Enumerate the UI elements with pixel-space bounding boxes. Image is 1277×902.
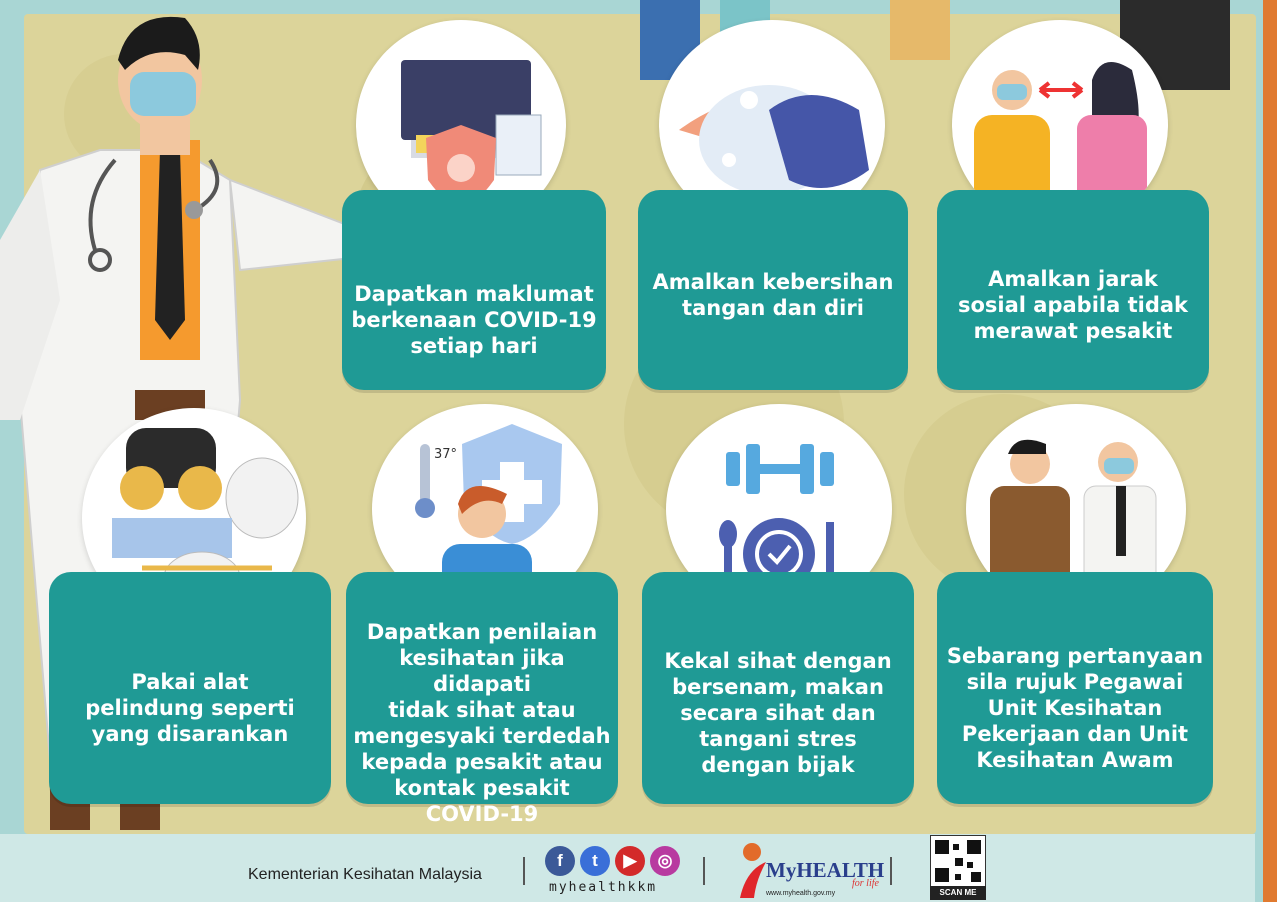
tip-text-1: Dapatkan maklumat berkenaan COVID-19 set… [351,282,597,358]
computer-shield-icon [401,60,542,210]
scan-me-label: SCAN ME [930,886,986,900]
tip-text-6: Kekal sihat dengan bersenam, makan secar… [664,649,892,777]
handwashing-icon [679,85,869,195]
tip-text-3: Amalkan jarak sosial apabila tidak meraw… [958,267,1188,343]
tip-card-6: Kekal sihat dengan bersenam, makan secar… [642,572,914,804]
tip-text-4: Pakai alat pelindung seperti yang disara… [85,670,295,746]
tip-card-7: Sebarang pertanyaan sila rujuk Pegawai U… [937,572,1213,804]
youtube-icon[interactable]: ▶ [615,846,645,876]
myhealth-logo-icon [740,843,766,898]
instagram-icon[interactable]: ◎ [650,846,680,876]
tip-card-3: Amalkan jarak sosial apabila tidak meraw… [937,190,1209,390]
tip-text-5: Dapatkan penilaian kesihatan jika didapa… [353,620,611,826]
tip-text-7: Sebarang pertanyaan sila rujuk Pegawai U… [946,644,1204,772]
myhealth-tagline: for life [852,878,879,889]
myhealth-logo-text: MyHEALTH [766,858,885,882]
tip-card-5: Dapatkan penilaian kesihatan jika didapa… [346,572,618,826]
twitter-icon[interactable]: t [580,846,610,876]
qr-code-icon [935,840,981,882]
tip-card-2: Amalkan kebersihan tangan dan diri [638,190,908,390]
tip-card-1: Dapatkan maklumat berkenaan COVID-19 set… [342,190,606,390]
facebook-icon[interactable]: f [545,846,575,876]
myhealth-url: www.myhealth.gov.my [766,890,836,897]
right-border-stripe [1263,0,1277,902]
thermometer-reading: 37° [434,447,457,462]
tip-text-2: Amalkan kebersihan tangan dan diri [652,270,894,320]
tip-card-4: Pakai alat pelindung seperti yang disara… [49,572,331,804]
social-handle: myhealthkkm [549,880,658,895]
ministry-name: Kementerian Kesihatan Malaysia [248,866,482,883]
